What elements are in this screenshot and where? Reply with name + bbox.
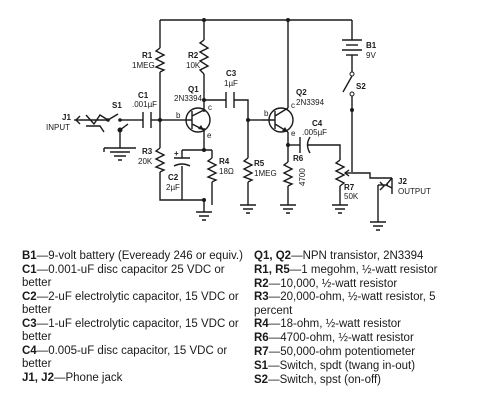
- resistor-r5: [242, 157, 254, 183]
- capacitors: [142, 92, 311, 167]
- label-c3: C3: [226, 69, 237, 78]
- label-plus-c2: +: [174, 149, 179, 158]
- parts-list-left: B1—9-volt battery (Eveready 246 or equiv…: [22, 250, 247, 386]
- parts-item-r7: R7—50,000-ohm potentiometer: [254, 346, 416, 359]
- label-q2: Q2: [296, 88, 307, 97]
- label-r4: R4: [219, 157, 230, 166]
- parts-item-r6: R6—4700-ohm, ½-watt resistor: [254, 332, 414, 345]
- label-j2-caption: OUTPUT: [398, 187, 431, 196]
- parts-list-right: Q1, Q2—NPN transistor, 2N3394 R1, R5—1 m…: [254, 250, 472, 387]
- capacitor-c3: [225, 92, 235, 108]
- switch-s2: [342, 71, 355, 97]
- label-c3-value: 1µF: [224, 79, 238, 88]
- label-q2-pin-b: b: [264, 109, 269, 118]
- label-r2: R2: [188, 51, 199, 60]
- label-r6: R6: [293, 154, 304, 163]
- ground-r7: [332, 204, 348, 214]
- potentiometer-r7: [334, 159, 346, 187]
- capacitor-c2: [173, 157, 191, 167]
- label-j1-caption: INPUT: [46, 123, 70, 132]
- circuit-schematic: B1 9V S2 R1 1MEG R2 10K C3 1µF Q1 2N3394…: [46, 18, 431, 231]
- label-q1-part: 2N3394: [174, 94, 203, 103]
- resistor-r6: [282, 161, 294, 187]
- parts-item-c3: C3—1-uF electrolytic capacitor, 15 VDC o…: [22, 317, 239, 344]
- label-c2-value: 2µF: [166, 183, 180, 192]
- parts-item-b1: B1—9-volt battery (Eveready 246 or equiv…: [22, 250, 243, 262]
- schematic-labels: B1 9V S2 R1 1MEG R2 10K C3 1µF Q1 2N3394…: [46, 41, 431, 201]
- label-q2-part: 2N3394: [296, 98, 325, 107]
- label-q1-pin-c: c: [208, 103, 212, 112]
- label-r6-value: 4700: [298, 168, 307, 186]
- label-r7-value: 50K: [344, 192, 359, 201]
- label-j1: J1: [62, 113, 71, 122]
- label-q1-pin-e: e: [207, 131, 212, 140]
- parts-item-s1: S1—Switch, spdt (twang in-out): [254, 359, 416, 372]
- label-r5-value: 1MEG: [254, 169, 277, 178]
- label-q2-pin-e: e: [291, 129, 296, 138]
- ground-j2: [370, 221, 386, 231]
- label-c4-value: .005µF: [302, 128, 327, 137]
- parts-item-q1-q2: Q1, Q2—NPN transistor, 2N3394: [254, 250, 424, 262]
- label-b1: B1: [366, 41, 377, 50]
- label-q2-pin-c: c: [291, 101, 295, 110]
- label-c1-value: .001µF: [132, 100, 157, 109]
- parts-item-s2: S2—Switch, spst (on-off): [254, 373, 381, 386]
- circuit-wires: [80, 19, 392, 222]
- resistor-r1: [154, 47, 166, 73]
- transistor-q1: [185, 107, 211, 133]
- resistor-r3: [154, 147, 166, 173]
- capacitor-c4: [299, 136, 311, 154]
- parts-item-c2: C2—2-uF electrolytic capacitor, 15 VDC o…: [22, 290, 239, 317]
- label-r2-value: 10K: [186, 61, 201, 70]
- label-r7: R7: [344, 183, 355, 192]
- label-r5: R5: [254, 159, 265, 168]
- label-r3-value: 20K: [138, 157, 153, 166]
- resistor-r4: [206, 157, 218, 183]
- label-c2: C2: [168, 173, 179, 182]
- label-r4-value: 18Ω: [219, 167, 234, 176]
- label-b1-value: 9V: [366, 51, 376, 60]
- label-q1-pin-b: b: [176, 111, 181, 120]
- ground-j1: [103, 148, 130, 161]
- parts-item-j1-j2: J1, J2—Phone jack: [22, 372, 123, 385]
- label-r3: R3: [142, 147, 153, 156]
- resistor-r2: [198, 39, 210, 75]
- switch-s1: [117, 123, 129, 133]
- parts-item-r1-r5: R1, R5—1 megohm, ½-watt resistor: [254, 263, 438, 276]
- label-r1: R1: [142, 51, 153, 60]
- ground-r6: [280, 204, 296, 214]
- capacitor-c1: [142, 112, 152, 128]
- parts-item-c4: C4—0.005-uF disc capacitor, 15 VDC or be…: [22, 345, 228, 371]
- parts-item-c1: C1—0.001-uF disc capacitor 25 VDC or bet…: [22, 263, 225, 290]
- label-c1: C1: [138, 91, 149, 100]
- parts-item-r4: R4—18-ohm, ½-watt resistor: [254, 318, 401, 331]
- ground-r5: [240, 204, 256, 214]
- battery-b1: [342, 39, 362, 72]
- parts-item-r3: R3—20,000-ohm, ½-watt resistor, 5 percen…: [254, 291, 436, 317]
- parts-item-r2: R2—10,000, ½-watt resistor: [254, 277, 398, 290]
- label-s1: S1: [112, 101, 122, 110]
- output-jack-j2: [378, 177, 393, 194]
- label-s2: S2: [356, 82, 366, 91]
- input-jack-j1: [74, 114, 109, 133]
- ground-c2-r3: [196, 200, 212, 221]
- label-j2: J2: [398, 177, 407, 186]
- resistors: [154, 39, 352, 187]
- label-c4: C4: [312, 119, 323, 128]
- label-r1-value: 1MEG: [132, 61, 155, 70]
- label-q1: Q1: [188, 85, 199, 94]
- ground-symbols: [103, 148, 386, 231]
- transistor-q2: [262, 107, 294, 133]
